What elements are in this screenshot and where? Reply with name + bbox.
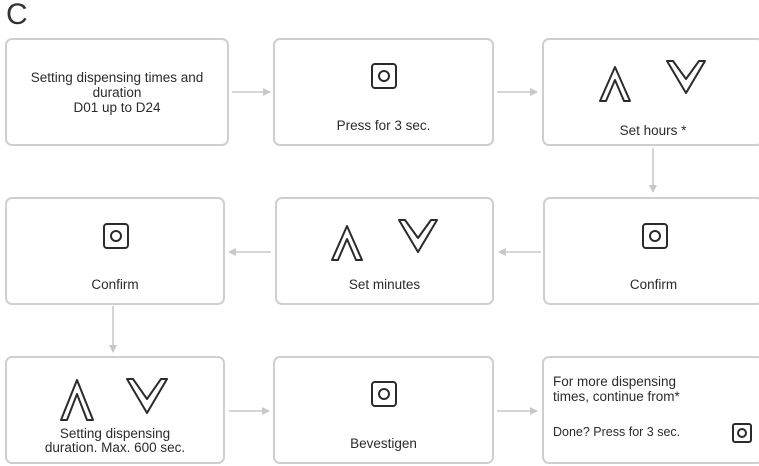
step-7-line-2: duration. Max. 600 sec.: [44, 440, 186, 455]
chevron-down-icon: [126, 378, 168, 414]
round-button-icon: [371, 381, 397, 407]
step-9-line-1: For more dispensing: [553, 374, 677, 389]
step-4-box: Confirm: [543, 197, 759, 305]
step-4-label: Confirm: [629, 277, 678, 292]
round-button-icon: [371, 63, 397, 89]
section-letter: C: [6, 0, 28, 31]
step-8-label: Bevestigen: [350, 436, 417, 451]
step-3-label: Set hours *: [619, 123, 687, 138]
step-7-line-1: Setting dispensing: [59, 426, 171, 441]
step-5-label: Set minutes: [348, 277, 421, 292]
step-1-line-1: Setting dispensing times and: [30, 70, 204, 85]
step-1-line-2: duration: [92, 85, 142, 100]
chevron-down-icon: [398, 219, 438, 253]
step-1-line-3: D01 up to D24: [73, 100, 161, 115]
step-6-box: Confirm: [5, 197, 225, 305]
step-5-box: Set minutes: [275, 197, 494, 305]
chevron-up-icon: [331, 225, 363, 261]
step-7-box: Setting dispensing duration. Max. 600 se…: [5, 356, 225, 464]
chevron-up-icon: [60, 379, 94, 421]
step-8-box: Bevestigen: [273, 356, 494, 464]
round-button-icon: [642, 223, 668, 249]
step-9-done-label: Done? Press for 3 sec.: [553, 425, 681, 439]
chevron-up-icon: [599, 66, 631, 102]
step-6-label: Confirm: [91, 277, 139, 292]
step-9-box: For more dispensing times, continue from…: [542, 356, 759, 464]
chevron-down-icon: [666, 60, 706, 94]
step-3-box: Set hours *: [542, 38, 759, 146]
step-1-box: Setting dispensing times and duration D0…: [5, 38, 229, 146]
step-2-box: Press for 3 sec.: [273, 38, 494, 146]
step-9-line-2: times, continue from*: [553, 389, 680, 404]
round-button-icon: [732, 423, 752, 443]
round-button-icon: [103, 223, 129, 249]
step-2-label: Press for 3 sec.: [336, 118, 431, 133]
